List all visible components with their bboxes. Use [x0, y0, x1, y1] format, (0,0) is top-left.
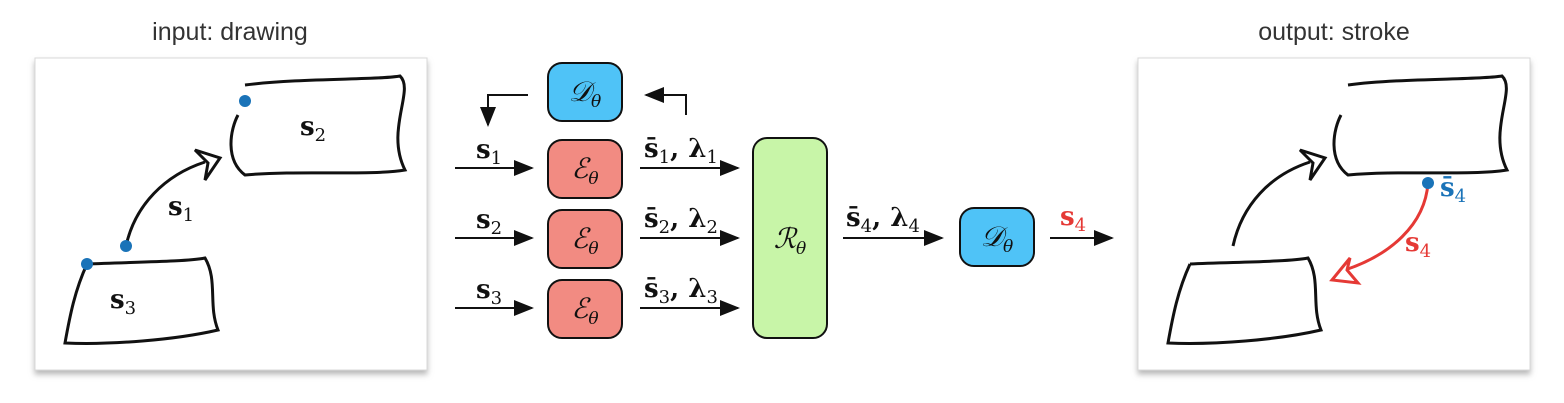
input-caption: input: drawing: [152, 18, 308, 46]
encoder-node-1: ℰθ: [547, 139, 623, 199]
svg-text:ℰθ: ℰθ: [571, 152, 598, 189]
label-s2: s2: [300, 112, 326, 146]
decoder-final-node: 𝒟θ: [959, 207, 1035, 267]
output-s4-arrowhead: [1329, 257, 1362, 285]
stroke-s1-arrowhead: [193, 148, 223, 181]
relational-output-label: s̄4, λ4: [846, 203, 920, 237]
final-output-label: s4: [1060, 202, 1086, 236]
input-label-2: s2: [476, 205, 502, 239]
output-s4-start-dot: [1422, 177, 1434, 189]
stroke-s1-start-dot: [120, 240, 132, 252]
feedback-arrow-left: [480, 94, 528, 127]
decoder-top-node: 𝒟θ: [547, 62, 623, 122]
relational-node: ℛθ: [752, 137, 828, 339]
output-panel: s̄4 s4: [1137, 57, 1531, 371]
input-panel: s2 s1 s3: [34, 57, 428, 371]
svg-text:ℰθ: ℰθ: [571, 292, 598, 329]
feedback-arrow-right: [644, 87, 687, 115]
output-s1-path: [1231, 160, 1311, 247]
encoder-node-2: ℰθ: [547, 209, 623, 269]
output-s4-path: [1344, 182, 1430, 272]
output-start-label: s̄4: [1440, 173, 1466, 207]
svg-text:ℛθ: ℛθ: [774, 222, 807, 259]
stroke-s1-path: [124, 160, 206, 247]
label-s1: s1: [168, 192, 194, 226]
stroke-s3-shape: [63, 256, 221, 345]
input-label-1: s1: [476, 135, 502, 169]
stroke-s3-start-dot: [81, 258, 93, 270]
encoder-node-3: ℰθ: [547, 279, 623, 339]
embed-label-1: s̄1, λ1: [644, 134, 718, 168]
output-s2-shape: [1332, 74, 1510, 177]
output-s3-shape: [1166, 256, 1324, 345]
embed-label-2: s̄2, λ2: [644, 204, 718, 238]
stroke-s2-shape: [229, 74, 408, 177]
input-label-3: s3: [476, 275, 502, 309]
label-s3: s3: [110, 285, 136, 319]
stroke-s2-start-dot: [239, 95, 251, 107]
output-stroke-label: s4: [1405, 228, 1431, 262]
svg-text:ℰθ: ℰθ: [571, 222, 598, 259]
output-s1-arrowhead: [1298, 148, 1328, 181]
embed-label-3: s̄3, λ3: [644, 274, 718, 308]
output-caption: output: stroke: [1258, 18, 1409, 46]
